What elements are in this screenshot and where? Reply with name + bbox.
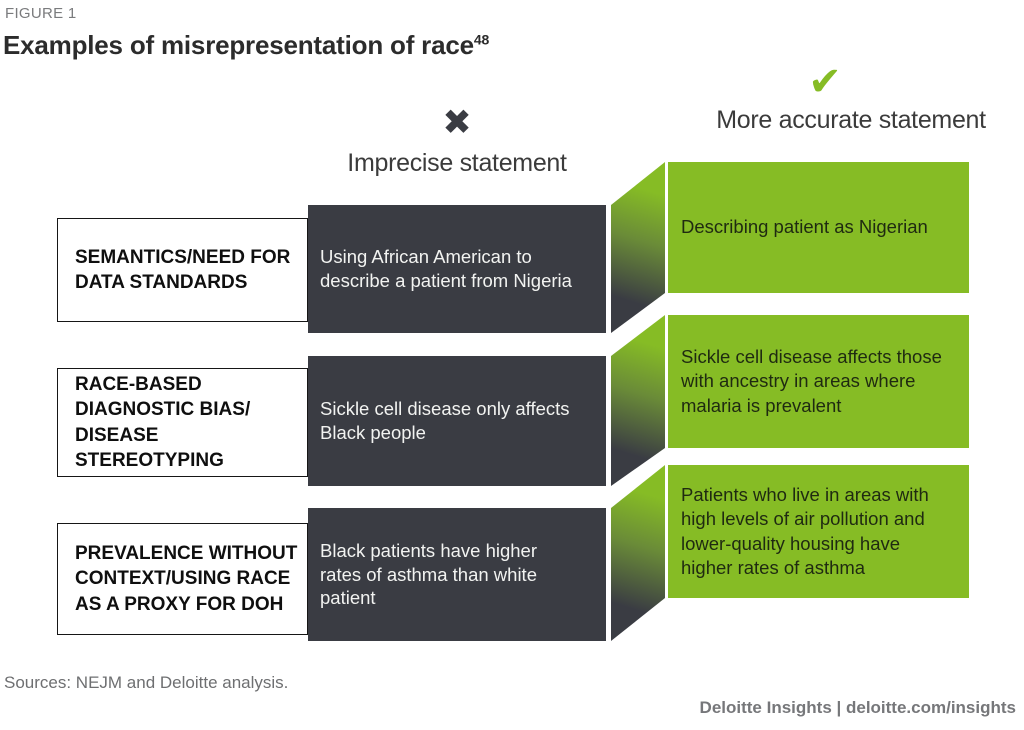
gradient-connector-shape-1 <box>611 162 665 333</box>
deloitte-insights-footer: Deloitte Insights | deloitte.com/insight… <box>699 698 1016 717</box>
imprecise-statement-text: Sickle cell disease only affects Black p… <box>320 398 570 443</box>
figure-title-footnote: 48 <box>473 31 490 48</box>
imprecise-column-label: Imprecise statement <box>347 149 567 177</box>
imprecise-statement-text: Using African American to describe a pat… <box>320 246 572 291</box>
accurate-statement-box-3: Patients who live in areas with high lev… <box>668 465 969 598</box>
imprecise-statement-text: Black patients have higher rates of asth… <box>320 539 537 609</box>
imprecise-statement-box-3: Black patients have higher rates of asth… <box>308 508 606 641</box>
accurate-statement-box-2: Sickle cell disease affects those with a… <box>668 315 969 448</box>
figure-title: Examples of misrepresentation of race48 <box>3 30 489 61</box>
gradient-connector-shape-2 <box>611 315 665 486</box>
category-label: PREVALENCE WITHOUT CONTEXT/USING RACE AS… <box>75 543 298 615</box>
category-box-prevalence: PREVALENCE WITHOUT CONTEXT/USING RACE AS… <box>57 523 308 635</box>
accurate-column-label: More accurate statement <box>716 106 986 134</box>
figure-label: FIGURE 1 <box>5 5 77 22</box>
accurate-statement-box-1: Describing patient as Nigerian <box>668 162 969 293</box>
imprecise-statement-box-1: Using African American to describe a pat… <box>308 205 606 333</box>
x-mark-icon: ✖ <box>442 103 472 143</box>
check-mark-icon: ✔ <box>808 59 842 105</box>
imprecise-column-header: ✖ Imprecise statement <box>308 106 606 178</box>
imprecise-statement-box-2: Sickle cell disease only affects Black p… <box>308 356 606 486</box>
accurate-statement-text: Patients who live in areas with high lev… <box>681 484 929 578</box>
sources-note: Sources: NEJM and Deloitte analysis. <box>4 673 289 692</box>
accurate-statement-text: Describing patient as Nigerian <box>681 216 928 238</box>
gradient-connector-shape-3 <box>611 465 665 641</box>
category-label: SEMANTICS/NEED FOR DATA STANDARDS <box>75 246 291 293</box>
accurate-statement-text: Sickle cell disease affects those with a… <box>681 346 942 416</box>
accurate-column-header: ✔ More accurate statement <box>671 62 1024 135</box>
category-label: RACE-BASED DIAGNOSTIC BIAS/ DISEASE STER… <box>75 373 251 471</box>
figure-title-text: Examples of misrepresentation of race <box>3 30 474 60</box>
category-box-diagnostic-bias: RACE-BASED DIAGNOSTIC BIAS/ DISEASE STER… <box>57 368 308 477</box>
category-box-semantics: SEMANTICS/NEED FOR DATA STANDARDS <box>57 218 308 322</box>
